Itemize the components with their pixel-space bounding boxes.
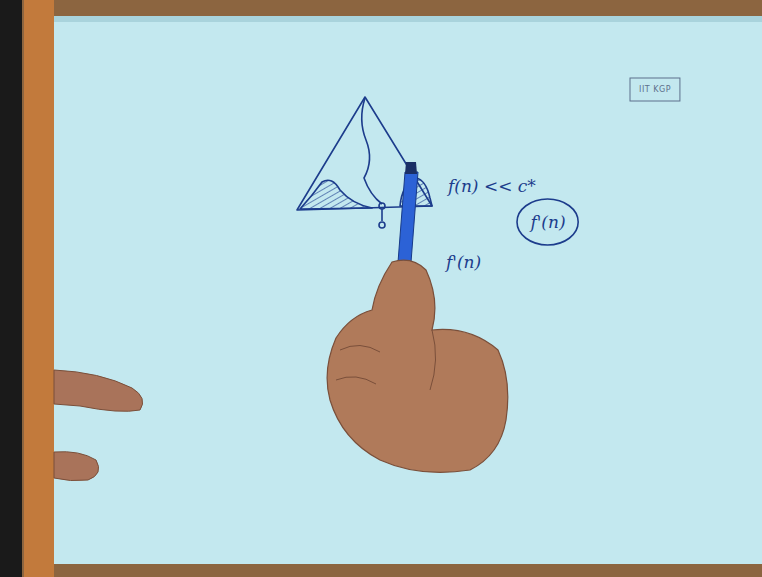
node-text: IIT KGP — [639, 85, 671, 94]
goal-dot — [379, 203, 385, 209]
function-note: f'(n) — [446, 252, 481, 272]
logo-stamp: IIT KGP — [629, 77, 681, 102]
shaded-region — [300, 180, 372, 209]
paper-sheet — [54, 16, 762, 564]
left-hand — [54, 370, 143, 481]
inequality-note: f(n) << c* — [448, 176, 536, 196]
stem-line — [381, 209, 383, 221]
paper-shadow — [54, 16, 762, 22]
node-text: f'(n) — [530, 212, 565, 232]
node-dot — [379, 222, 385, 228]
wooden-frame — [22, 0, 762, 577]
circled-term: f'(n) — [516, 198, 579, 246]
search-path — [362, 98, 382, 204]
writing-hand — [327, 162, 508, 472]
frame-left-strip — [24, 0, 54, 577]
